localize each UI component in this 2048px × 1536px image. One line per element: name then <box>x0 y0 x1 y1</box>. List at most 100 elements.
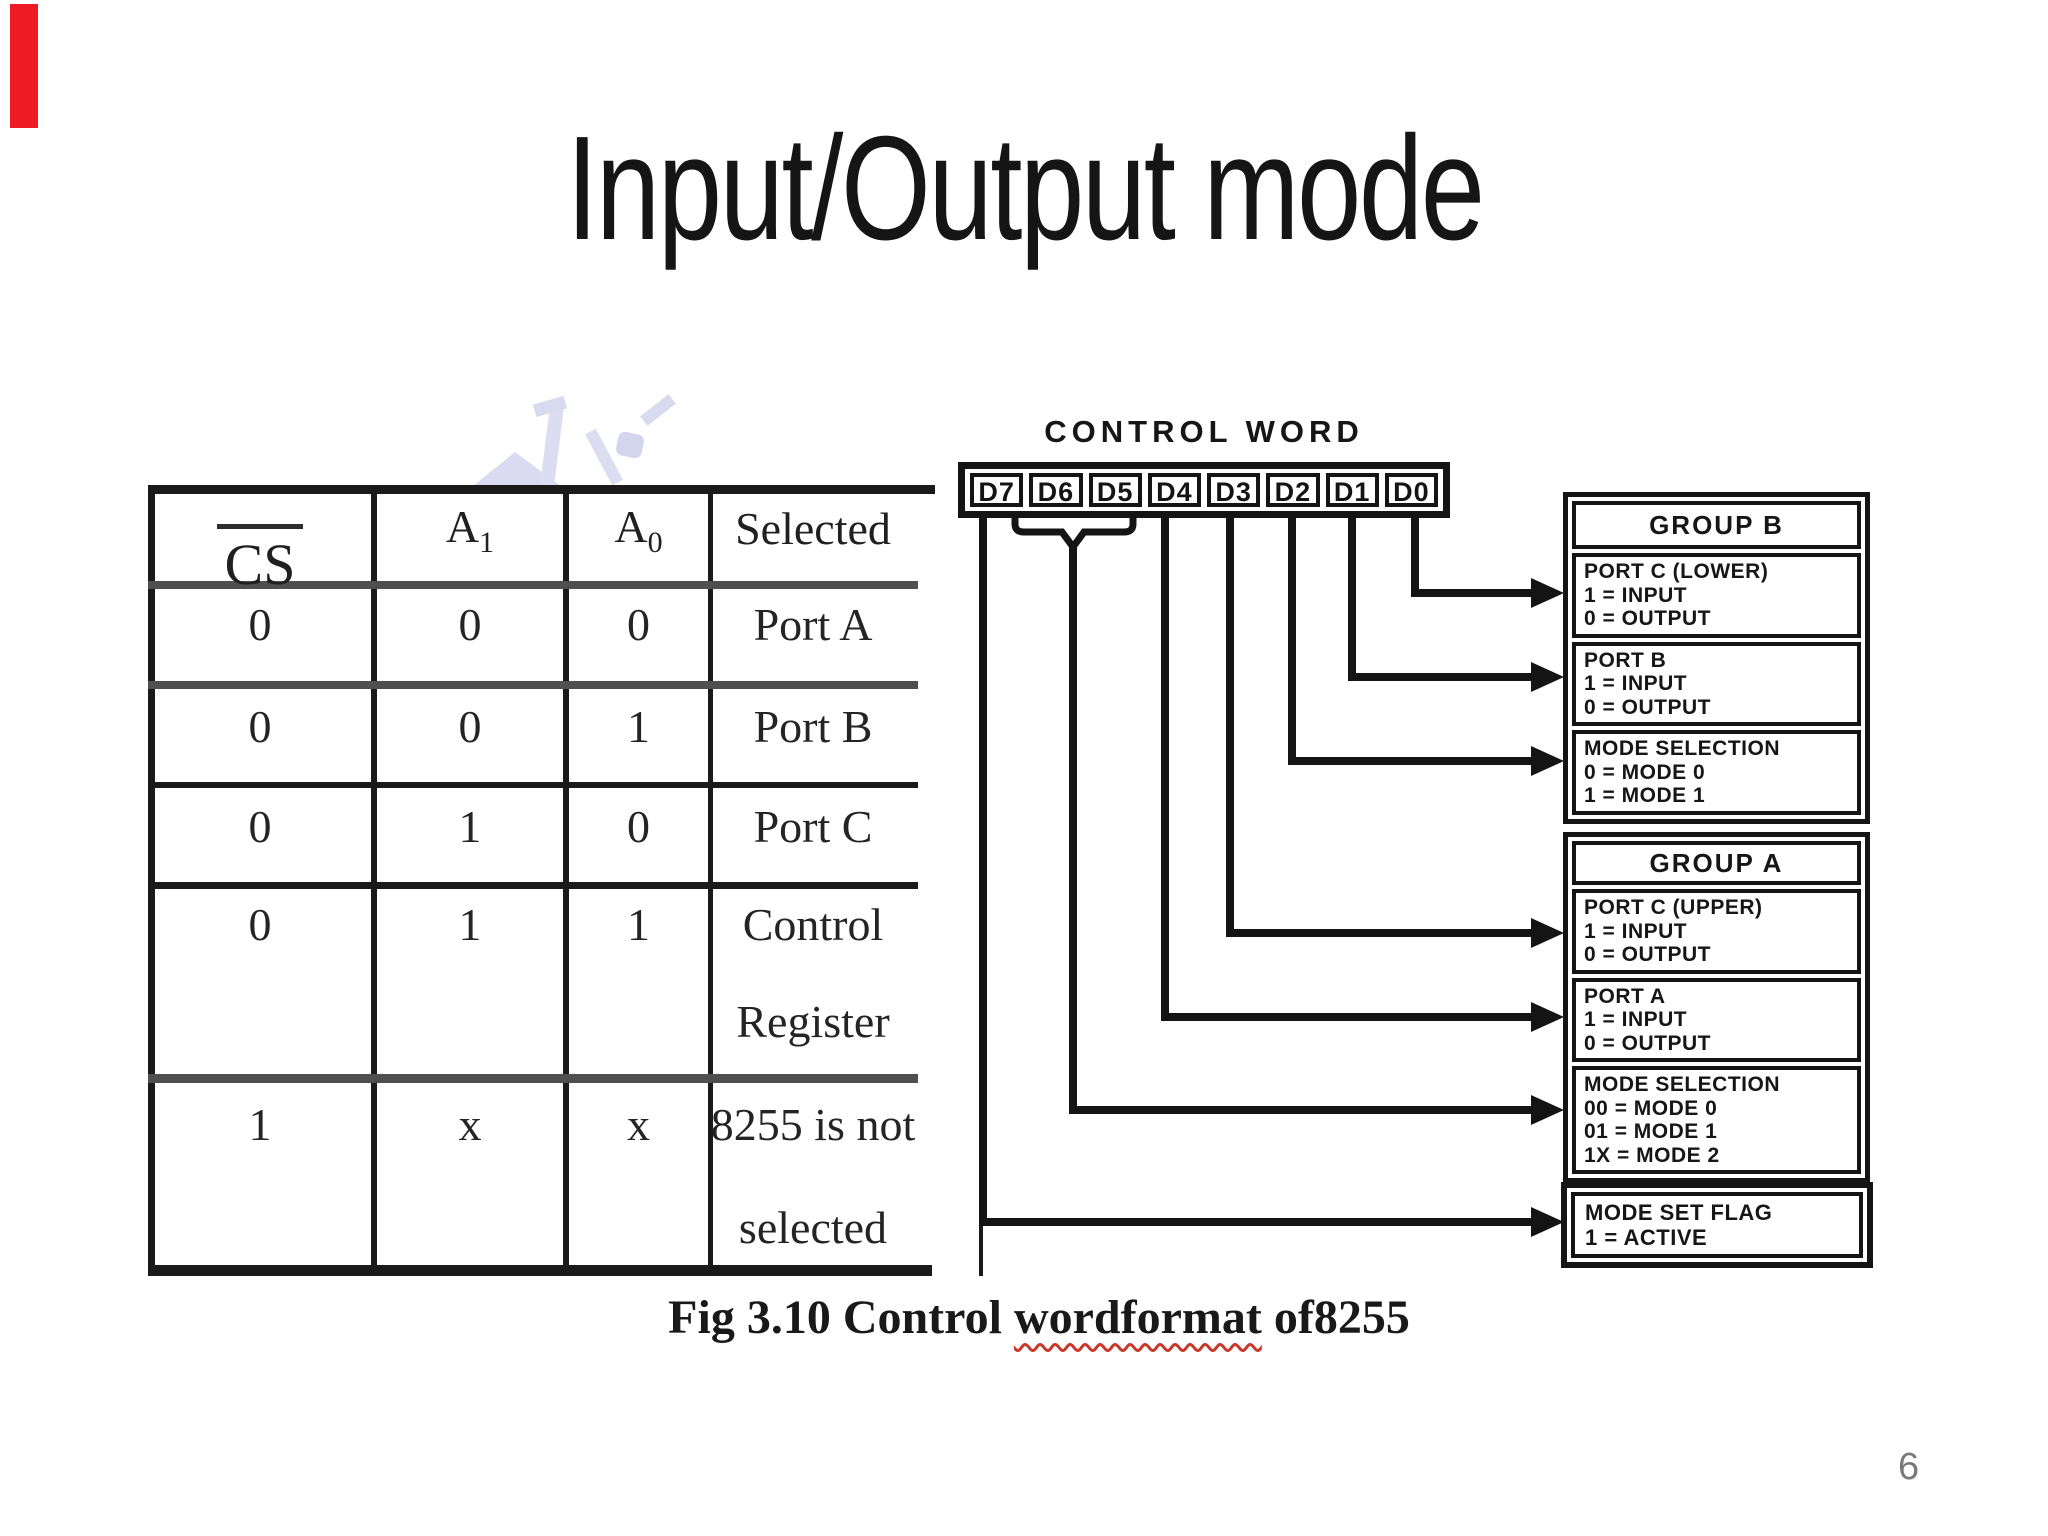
table-cell: Control <box>742 899 884 950</box>
red-accent-bar <box>10 4 38 128</box>
caption-lead: Fig 3.10 Control <box>668 1291 1014 1344</box>
table-cell: x <box>627 1099 650 1150</box>
table-bottom-border <box>148 1265 932 1276</box>
cell-line: 1 = MODE 1 <box>1584 784 1706 807</box>
bit-connector-lines <box>979 512 1564 1237</box>
port-c-lower-cell: PORT C (LOWER) 1 = INPUT 0 = OUTPUT <box>1572 553 1861 638</box>
cell-line: 1 = INPUT <box>1584 583 1688 607</box>
watermark-tick-icon <box>640 394 676 426</box>
table-row-separator <box>148 681 918 689</box>
mode-set-flag-cell: MODE SET FLAG 1 = ACTIVE <box>1571 1192 1863 1258</box>
port-c-upper-cell: PORT C (UPPER) 1 = INPUT 0 = OUTPUT <box>1572 889 1861 974</box>
table-cell: 1 <box>458 899 482 950</box>
table-cell: 1 <box>248 1099 272 1150</box>
header-a0: A0 <box>569 500 708 560</box>
cell-line: 1 = INPUT <box>1584 919 1688 943</box>
table-cell: Register <box>736 996 890 1047</box>
arrow-right-icon <box>1531 578 1564 608</box>
arrow-right-icon <box>1531 662 1564 692</box>
bit-d5: D5 <box>1088 473 1142 507</box>
table-cell: 0 <box>627 599 650 650</box>
table-left-border <box>148 485 155 1276</box>
group-a-box: GROUP A PORT C (UPPER) 1 = INPUT 0 = OUT… <box>1563 832 1870 1183</box>
d3-line <box>1226 514 1531 937</box>
d6-d5-brace-icon <box>1011 512 1137 553</box>
cell-line: PORT B <box>1584 648 1667 672</box>
arrow-right-icon <box>1531 1207 1564 1237</box>
bit-d3: D3 <box>1207 473 1261 507</box>
mode-selection-a-cell: MODE SELECTION 00 = MODE 0 01 = MODE 1 1… <box>1572 1066 1861 1174</box>
table-cell: 0 <box>458 599 482 650</box>
table-cell: 0 <box>248 801 272 852</box>
table-cell: 0 <box>458 701 482 752</box>
d1-line <box>1348 514 1531 681</box>
table-cell: Port C <box>753 801 873 852</box>
a0-subscript: 0 <box>647 526 663 559</box>
cs-overline-label: CS <box>216 524 304 598</box>
cell-line: 1X = MODE 2 <box>1584 1143 1720 1167</box>
d4-line <box>1161 514 1531 1021</box>
arrowheads <box>1531 578 1564 1237</box>
d2-line <box>1288 514 1531 765</box>
table-cell: x <box>458 1099 482 1150</box>
table-row-separator <box>148 1074 918 1083</box>
table-cell: Port B <box>753 701 873 752</box>
cell-line: MODE SELECTION <box>1584 737 1781 760</box>
table-cell: 0 <box>248 599 272 650</box>
table-cell: 1 <box>627 701 650 752</box>
cell-line: 1 = ACTIVE <box>1585 1225 1708 1250</box>
arrow-right-icon <box>1531 918 1564 948</box>
bit-d6: D6 <box>1029 473 1083 507</box>
cell-line: 0 = OUTPUT <box>1584 1031 1711 1055</box>
mode-selection-b-cell: MODE SELECTION 0 = MODE 0 1 = MODE 1 <box>1572 730 1861 815</box>
cell-line: 1 = INPUT <box>1584 1008 1688 1031</box>
group-a-title: GROUP A <box>1572 841 1861 885</box>
port-a-cell: PORT A 1 = INPUT 0 = OUTPUT <box>1572 977 1861 1062</box>
arrow-right-icon <box>1531 1095 1564 1125</box>
header-a1: A1 <box>377 500 563 560</box>
table-row-separator <box>148 581 918 589</box>
cell-line: 0 = OUTPUT <box>1584 607 1711 630</box>
table-cell: 1 <box>627 899 650 950</box>
table-cell: 8255 is not <box>710 1099 916 1150</box>
control-word-register: D7 D6 D5 D4 D3 D2 D1 D0 <box>958 462 1450 518</box>
d7-line <box>979 514 1531 1226</box>
d6-d5-line <box>1069 544 1531 1114</box>
header-cs: CS <box>148 524 372 598</box>
caption-misspelled-word: wordformat <box>1013 1291 1262 1344</box>
cell-line: MODE SET FLAG <box>1585 1200 1773 1225</box>
title-wrap: Input/Output mode <box>0 104 2048 274</box>
d0-line <box>1411 514 1531 597</box>
cell-line: PORT A <box>1584 984 1666 1008</box>
cell-line: 0 = OUTPUT <box>1584 943 1711 966</box>
group-b-title: GROUP B <box>1572 501 1861 549</box>
a0-base: A <box>614 501 648 552</box>
table-cell: 0 <box>248 899 272 950</box>
cell-line: 00 = MODE 0 <box>1584 1096 1718 1120</box>
cell-line: 01 = MODE 1 <box>1584 1120 1718 1143</box>
cell-line: 0 = OUTPUT <box>1584 695 1711 719</box>
table-cell: 0 <box>248 701 272 752</box>
table-row-separator <box>148 882 918 889</box>
arrow-right-icon <box>1531 746 1564 776</box>
table-column-divider <box>563 485 569 1276</box>
cell-line: 0 = MODE 0 <box>1584 760 1706 784</box>
table-cell: 1 <box>458 801 482 852</box>
cell-line: PORT C (LOWER) <box>1584 560 1769 583</box>
table-column-divider <box>708 485 713 1276</box>
table-cell: 0 <box>627 801 650 852</box>
watermark-dot-icon <box>614 430 646 460</box>
mode-set-flag-box: MODE SET FLAG 1 = ACTIVE <box>1561 1182 1873 1268</box>
port-b-cell: PORT B 1 = INPUT 0 = OUTPUT <box>1572 641 1861 726</box>
bit-d4: D4 <box>1147 473 1201 507</box>
arrow-right-icon <box>1531 1002 1564 1032</box>
cell-line: MODE SELECTION <box>1584 1073 1781 1096</box>
bit-d1: D1 <box>1325 473 1379 507</box>
a1-base: A <box>445 501 480 552</box>
control-word-label: CONTROL WORD <box>1044 414 1364 449</box>
figure-caption: Fig 3.10 Control wordformat of8255 <box>524 1290 1554 1345</box>
cell-line: PORT C (UPPER) <box>1584 896 1763 919</box>
group-b-box: GROUP B PORT C (LOWER) 1 = INPUT 0 = OUT… <box>1563 492 1870 824</box>
table-top-border <box>148 485 935 494</box>
